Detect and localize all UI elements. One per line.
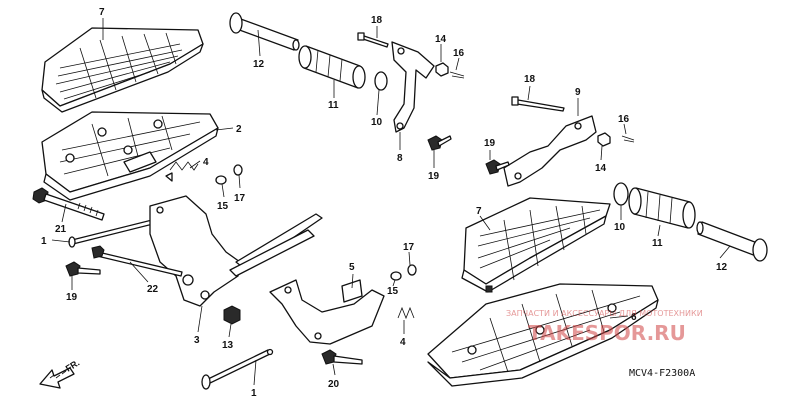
callout-19-upper: 19 — [428, 171, 440, 182]
callout-6: 6 — [631, 312, 637, 323]
nut-14-right[interactable] — [597, 132, 611, 147]
callout-11-right: 11 — [652, 238, 663, 249]
callout-15-center: 15 — [387, 286, 399, 297]
diagram-reference-code: MCV4-F2300A — [629, 368, 695, 379]
callout-19-right: 19 — [484, 138, 496, 149]
washer-15-left[interactable] — [215, 175, 227, 185]
callout-7-right: 7 — [476, 206, 482, 217]
footpeg-rubber-right[interactable] — [628, 187, 696, 229]
callout-labels: 7 2 4 15 17 12 18 14 16 11 10 8 19 18 9 … — [41, 7, 728, 399]
floorboard-mat-left[interactable] — [41, 27, 204, 113]
bolt-19-left[interactable] — [65, 261, 101, 277]
callout-17-left: 17 — [234, 193, 246, 204]
callout-10-upper: 10 — [371, 117, 383, 128]
watermark: ЗАПЧАСТИ И АКСЕССУАРЫ ДЛЯ МОТОТЕХНИКИ TA… — [506, 309, 703, 345]
callout-16-upper: 16 — [453, 48, 465, 59]
bolt-18-upper[interactable] — [357, 32, 389, 48]
callout-4-center: 4 — [400, 337, 406, 348]
watermark-caption: ЗАПЧАСТИ И АКСЕССУАРЫ ДЛЯ МОТОТЕХНИКИ — [506, 309, 703, 318]
bolt-20[interactable] — [321, 349, 363, 365]
bolt-22[interactable] — [91, 245, 183, 277]
bolt-18-right[interactable] — [511, 96, 565, 112]
spring-center[interactable] — [397, 306, 415, 320]
callout-14-upper: 14 — [435, 34, 447, 45]
callout-18-upper: 18 — [371, 15, 383, 26]
callout-3: 3 — [194, 335, 200, 346]
callout-19-left: 19 — [66, 292, 78, 303]
bracket-8[interactable] — [391, 41, 435, 133]
callout-21: 21 — [55, 224, 67, 235]
pivot-pin-right[interactable] — [696, 221, 768, 262]
floorboard-mat-right[interactable] — [461, 197, 611, 293]
leader-lines — [51, 18, 731, 386]
cotter-pin-16-right[interactable] — [621, 135, 635, 143]
callout-17-center: 17 — [403, 242, 415, 253]
footpeg-rubber-upper[interactable] — [298, 45, 366, 89]
floorboard-base-right[interactable] — [427, 283, 659, 387]
watermark-logo: TAKESPOR.RU — [528, 321, 686, 345]
callout-22: 22 — [147, 284, 159, 295]
front-direction-indicator: FR. — [39, 358, 82, 389]
collar-10-upper[interactable] — [374, 71, 388, 91]
callout-13: 13 — [222, 340, 234, 351]
spring-left[interactable] — [165, 161, 199, 182]
callout-5: 5 — [349, 262, 355, 273]
washer-15-center[interactable] — [390, 271, 402, 281]
callout-11-upper: 11 — [328, 100, 339, 111]
callout-7-upper: 7 — [99, 7, 105, 18]
callout-12-right: 12 — [716, 262, 728, 273]
callout-12-upper: 12 — [253, 59, 265, 70]
nut-14-upper[interactable] — [435, 62, 449, 77]
pivot-arm-5[interactable] — [269, 279, 385, 345]
long-bolt-1-lower[interactable] — [201, 348, 274, 390]
front-label: FR. — [64, 358, 82, 374]
front-arrow-icon — [39, 367, 75, 389]
washer-17-left[interactable] — [233, 164, 243, 176]
callout-10-right: 10 — [614, 222, 626, 233]
callout-8: 8 — [397, 153, 403, 164]
bolt-19-right[interactable] — [485, 159, 510, 175]
callout-15-left: 15 — [217, 201, 229, 212]
nut-13[interactable] — [223, 305, 241, 325]
callout-16-right: 16 — [618, 114, 630, 125]
callout-1-upper: 1 — [41, 236, 47, 247]
callout-1-lower: 1 — [251, 388, 257, 399]
main-bracket-3[interactable] — [149, 195, 323, 307]
washer-17-center[interactable] — [407, 264, 417, 276]
callout-4-left: 4 — [203, 157, 209, 168]
mount-lug-right — [485, 285, 493, 293]
callout-20: 20 — [328, 379, 340, 390]
collar-10-right[interactable] — [613, 182, 629, 206]
cotter-pin-16-upper[interactable] — [449, 71, 465, 79]
pivot-pin-upper[interactable] — [229, 12, 300, 51]
callout-18-right: 18 — [524, 74, 536, 85]
bolt-19-upper[interactable] — [427, 135, 452, 151]
callout-9: 9 — [575, 87, 581, 98]
floorboard-base-left[interactable] — [41, 111, 219, 201]
callout-2: 2 — [236, 124, 242, 135]
bracket-9[interactable] — [503, 115, 597, 187]
callout-14-right: 14 — [595, 163, 607, 174]
bolt-21[interactable] — [32, 187, 105, 221]
